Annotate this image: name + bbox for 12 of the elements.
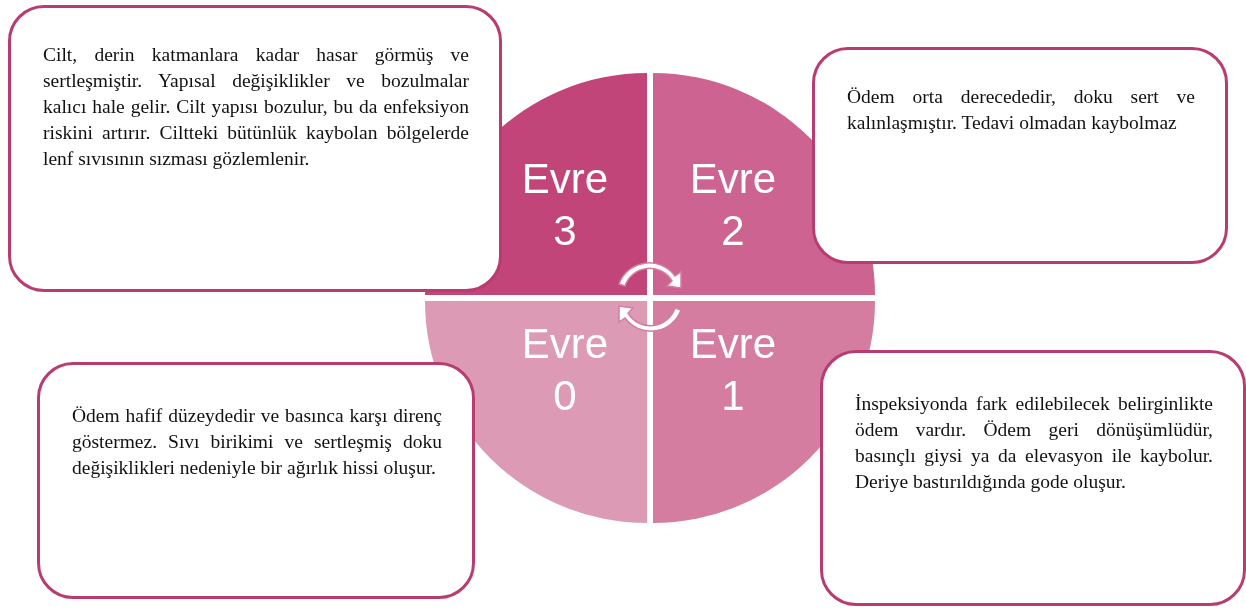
stage-label: Evre 2 xyxy=(688,154,778,256)
stage-label: Evre 3 xyxy=(520,154,610,256)
stage-label: Evre 1 xyxy=(688,319,778,421)
stage-label: Evre 0 xyxy=(520,319,610,421)
description-card xyxy=(37,362,475,599)
description-card xyxy=(820,350,1246,606)
description-card xyxy=(812,47,1228,264)
description-text: İnspeksiyonda fark edilebilecek belirginlikte ödem vardır. Ödem geri dönüşümlüdür, basınçlı giysi ya da elevasyon ile kaybolur. Deriye bastırıldığında gode oluşur. xyxy=(855,392,1213,494)
description-card xyxy=(8,5,502,292)
description-text: Cilt, derin katmanlara kadar hasar görmüş ve sertleşmiştir. Yapısal değişiklikler ve bozulmalar kalıcı hale gelir. Cilt yapısı bozulur, bu da enfeksiyon riskini artırır. Ciltteki bütünlük kaybolan bölgelerde lenf sıvısının sızması gözlemlenir. xyxy=(43,43,469,171)
description-text: Ödem orta derecededir, doku sert ve kalınlaşmıştır. Tedavi olmadan kaybolmaz xyxy=(847,85,1195,135)
description-text: Ödem hafif düzeydedir ve basınca karşı direnç göstermez. Sıvı birikimi ve sertleşmiş doku değişiklikleri nedeniyle bir ağırlık hissi oluşur. xyxy=(72,404,442,480)
